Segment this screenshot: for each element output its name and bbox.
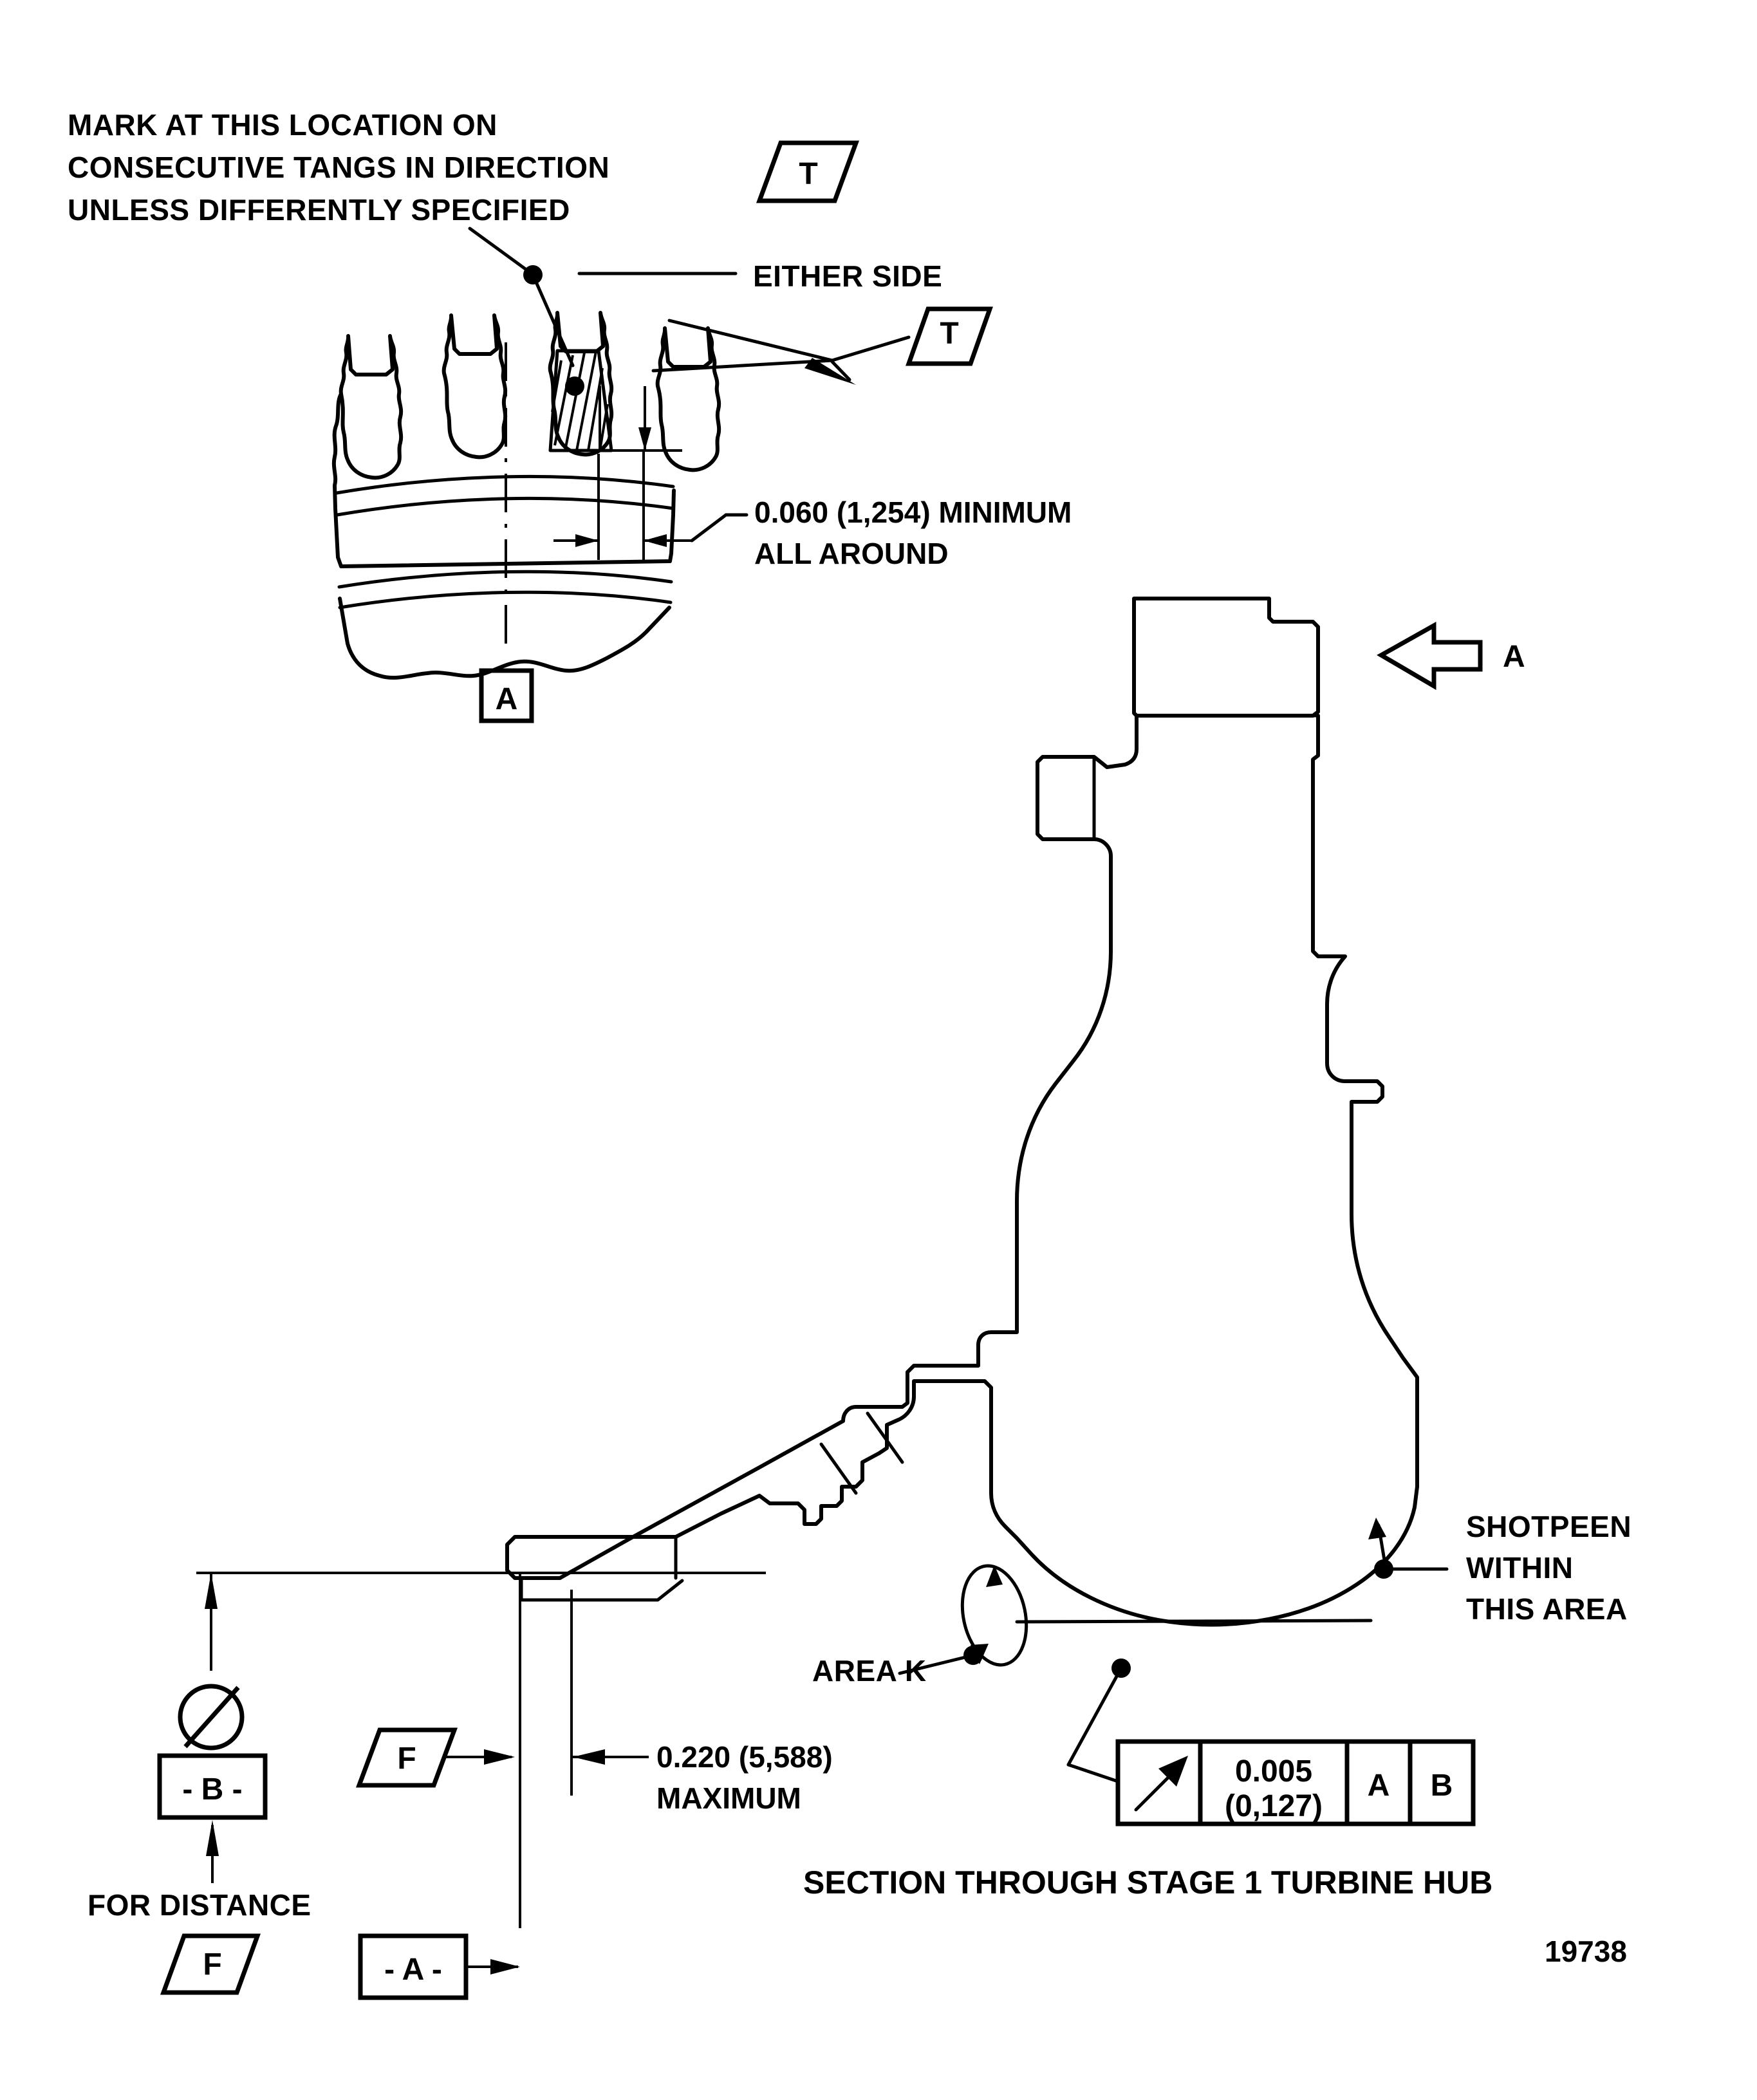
- direction-flag-lower: T: [906, 306, 993, 366]
- direction-flag-top: T: [756, 140, 860, 203]
- diameter-dim-arrow-up: [205, 1573, 218, 1609]
- figure-number: 19738: [1545, 1935, 1627, 1968]
- tang-min-dim-line-2: ALL AROUND: [754, 537, 949, 570]
- shotpeen-arrow-top: [1368, 1518, 1386, 1539]
- direction-flag-top-label: T: [799, 157, 817, 191]
- flag-f-mid-label: F: [397, 1742, 416, 1776]
- mark-note-line-2: CONSECUTIVE TANGS IN DIRECTION: [68, 151, 609, 184]
- for-distance-label: FOR DISTANCE: [88, 1888, 311, 1922]
- figure-caption: SECTION THROUGH STAGE 1 TURBINE HUB: [803, 1864, 1492, 1900]
- view-arrow-label: A: [1503, 640, 1525, 674]
- datum-a-box-arrow: [490, 1959, 520, 1975]
- fcf-tolerance-line-1: 0.005: [1235, 1754, 1312, 1789]
- datum-a-square-symbol: A: [479, 668, 534, 723]
- view-direction-arrow-a: A: [1376, 622, 1525, 691]
- direction-flag-lower-label: T: [940, 317, 958, 351]
- mark-note-line-1: MARK AT THIS LOCATION ON: [68, 108, 497, 142]
- area-k-ellipse: [960, 1564, 1028, 1667]
- for-distance-arrow: [206, 1820, 219, 1856]
- flag-f-mid-arrow: [484, 1749, 515, 1765]
- shotpeen-line-3: THIS AREA: [1466, 1592, 1628, 1626]
- shotpeen-callout: SHOTPEEN WITHIN THIS AREA: [1368, 1510, 1632, 1626]
- tang-min-dim-line-1: 0.060 (1,254) MINIMUM: [754, 496, 1072, 529]
- shotpeen-line-2: WITHIN: [1466, 1551, 1574, 1584]
- tang-detail-view: A: [331, 311, 721, 723]
- view-arrow-icon: [1376, 622, 1483, 691]
- shotpeen-line-1: SHOTPEEN: [1466, 1510, 1632, 1543]
- feature-control-frame: 0.005 (0,127) A B: [1066, 1659, 1476, 1826]
- mark-location-dot: [565, 376, 584, 396]
- direction-arrow-head: [804, 358, 856, 385]
- diameter-icon: [178, 1684, 245, 1751]
- turbine-hub-section-profile: [505, 597, 1419, 1627]
- datum-a-box: - A -: [358, 1933, 469, 2000]
- circular-runout-icon: [1134, 1756, 1188, 1812]
- either-side-label: EITHER SIDE: [753, 259, 942, 293]
- fcf-tolerance-line-2: (0,127): [1225, 1789, 1323, 1823]
- datum-a-box-label: - A -: [384, 1953, 442, 1987]
- area-k-callout: AREA K: [812, 1564, 1028, 1687]
- datum-a-square-label: A: [496, 682, 518, 716]
- flag-f-bottom-label: F: [203, 1947, 221, 1982]
- area-k-arrow-bottom: [971, 1644, 989, 1664]
- max-dim-line-1: 0.220 (5,588): [656, 1740, 833, 1774]
- flag-f-mid: F: [355, 1727, 458, 1788]
- area-k-arrow-top: [986, 1565, 1003, 1587]
- datum-b-box: - B -: [157, 1753, 268, 1820]
- max-dim-arrow: [573, 1749, 605, 1765]
- max-dim-line-2: MAXIMUM: [656, 1781, 801, 1815]
- mark-note-line-3: UNLESS DIFFERENTLY SPECIFIED: [68, 193, 570, 227]
- fcf-datum-primary: A: [1368, 1769, 1390, 1803]
- area-k-label: AREA K: [812, 1654, 927, 1687]
- fcf-datum-secondary: B: [1431, 1769, 1453, 1803]
- datum-b-label: - B -: [182, 1772, 242, 1807]
- flag-f-bottom: F: [160, 1933, 261, 1995]
